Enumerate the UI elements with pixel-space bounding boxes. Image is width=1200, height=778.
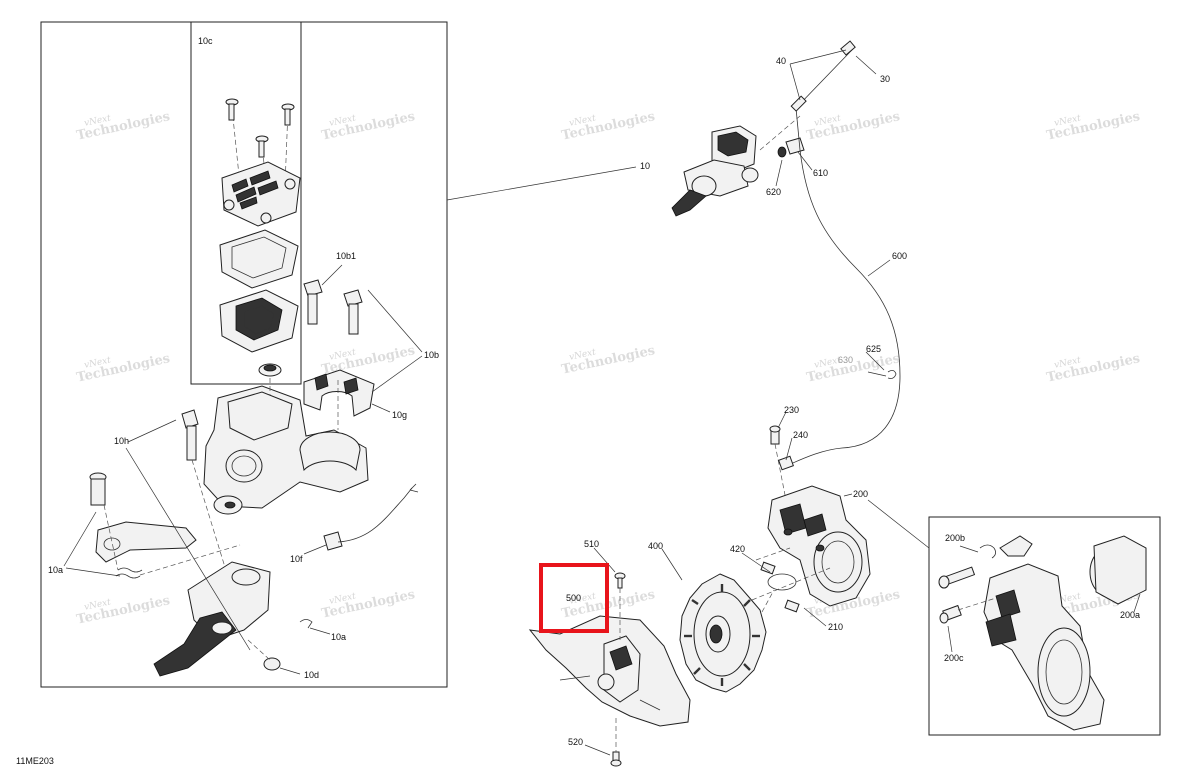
hose-clip-625 xyxy=(887,370,897,379)
watermark-text: Technologies xyxy=(75,351,171,385)
watermark-text: Technologies xyxy=(805,109,901,143)
pad-spring-200b xyxy=(999,535,1033,557)
callout-10h: 10h xyxy=(114,436,129,446)
hose-bracket-610 xyxy=(785,137,805,155)
callout-10b1: 10b1 xyxy=(336,251,356,261)
watermark-text: Technologies xyxy=(560,109,656,143)
watermark-text: Technologies xyxy=(560,343,656,377)
o-ring-420 xyxy=(767,573,797,591)
callout-230: 230 xyxy=(784,405,799,415)
callout-630: 630 xyxy=(838,355,853,365)
hose-fitting-top xyxy=(840,40,856,56)
pad-retaining-pin xyxy=(938,566,976,589)
watermark-text: Technologies xyxy=(75,593,171,627)
callout-240: 240 xyxy=(793,430,808,440)
callout-510: 510 xyxy=(584,539,599,549)
watermark-text: Technologies xyxy=(320,587,416,621)
bleeder-screw xyxy=(769,425,781,445)
callout-420: 420 xyxy=(730,544,745,554)
return-spring xyxy=(115,567,143,579)
handlebar-clamp xyxy=(303,369,375,417)
callout-10a-right: 10a xyxy=(331,632,346,642)
caliper-bolts xyxy=(760,561,800,613)
callout-200: 200 xyxy=(853,489,868,499)
lever-nut xyxy=(263,657,281,671)
brake-light-switch xyxy=(323,483,419,551)
master-cylinder-assembly xyxy=(671,125,759,217)
callout-labels: 10c 10b1 10b 10g 10h 10f 10a 10a 10d 10 … xyxy=(16,36,1140,766)
lever-screw xyxy=(89,472,107,506)
watermark-text: Technologies xyxy=(320,109,416,143)
lever-adjuster xyxy=(95,521,197,563)
guard-screw-520 xyxy=(610,751,622,767)
callout-500: 500 xyxy=(566,593,581,603)
reservoir-cover xyxy=(221,161,301,227)
callout-400: 400 xyxy=(648,541,663,551)
brake-hose xyxy=(785,51,901,467)
guard-screw-510 xyxy=(614,572,626,589)
figure-code: 11ME203 xyxy=(16,756,54,766)
callout-10b: 10b xyxy=(424,350,439,360)
callout-520: 520 xyxy=(568,737,583,747)
watermark-text: Technologies xyxy=(75,109,171,143)
callout-200b: 200b xyxy=(945,533,965,543)
callout-620: 620 xyxy=(766,187,781,197)
caliper-detail xyxy=(983,535,1147,731)
watermark-text: Technologies xyxy=(1045,109,1141,143)
hose-banjo-240 xyxy=(778,455,794,471)
callout-10a-left: 10a xyxy=(48,565,63,575)
clamp-bolts xyxy=(303,279,363,335)
hose-fitting-40 xyxy=(790,95,807,112)
watermark-text: Technologies xyxy=(805,351,901,385)
callout-625: 625 xyxy=(866,344,881,354)
caliper-detail-frame xyxy=(928,516,1161,736)
callout-10c: 10c xyxy=(198,36,213,46)
brake-disc xyxy=(679,573,767,693)
callout-200c: 200c xyxy=(944,653,964,663)
pivot-bolt xyxy=(181,409,199,461)
callout-10d: 10d xyxy=(304,670,319,680)
callout-200a: 200a xyxy=(1120,610,1140,620)
brake-lever xyxy=(153,561,271,677)
brake-caliper xyxy=(767,485,871,607)
callout-30: 30 xyxy=(880,74,890,84)
bleeder-200c xyxy=(939,604,962,624)
master-cylinder-body xyxy=(203,385,369,515)
reservoir-diaphragm xyxy=(219,289,299,353)
highlight-box-500 xyxy=(539,563,609,633)
watermark-text: Technologies xyxy=(1045,351,1141,385)
reservoir-cover-subframe xyxy=(190,21,302,385)
callout-610: 610 xyxy=(813,168,828,178)
disc-guard xyxy=(528,615,691,727)
callout-40: 40 xyxy=(776,56,786,66)
banjo-washer-620 xyxy=(777,146,787,158)
callout-10: 10 xyxy=(640,161,650,171)
lever-clip xyxy=(299,619,313,629)
callout-600: 600 xyxy=(892,251,907,261)
callout-10g: 10g xyxy=(392,410,407,420)
callout-10f: 10f xyxy=(290,554,303,564)
callout-210: 210 xyxy=(828,622,843,632)
